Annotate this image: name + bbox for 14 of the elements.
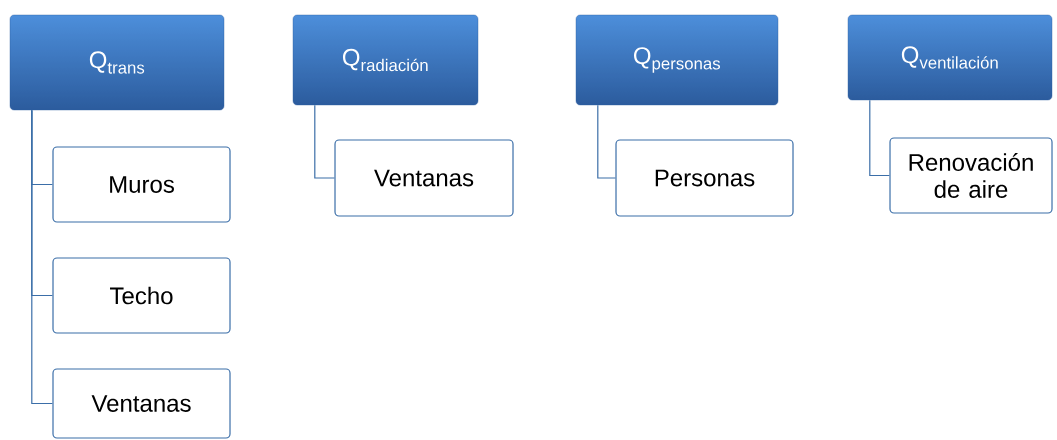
item-box: Muros: [52, 146, 231, 223]
category-box: $\text{Q}_{\text{radiación}}$: [292, 14, 479, 106]
item-box: Personas: [615, 139, 794, 217]
item-box: Ventanas: [52, 368, 231, 439]
category-box: $\text{Q}_{\text{personas}}$: [575, 14, 779, 106]
connector: [869, 99, 890, 177]
connector: [31, 109, 53, 405]
category-box: $\text{Q}_{\text{ventilación}}$: [847, 14, 1053, 101]
category-box: $\text{Q}_{\text{trans}}$: [9, 14, 225, 111]
connector: [597, 104, 616, 179]
item-box: Renovación de aire: [889, 137, 1053, 214]
connector: [314, 104, 335, 179]
item-box: Ventanas: [334, 139, 514, 217]
item-box: Techo: [52, 257, 231, 334]
